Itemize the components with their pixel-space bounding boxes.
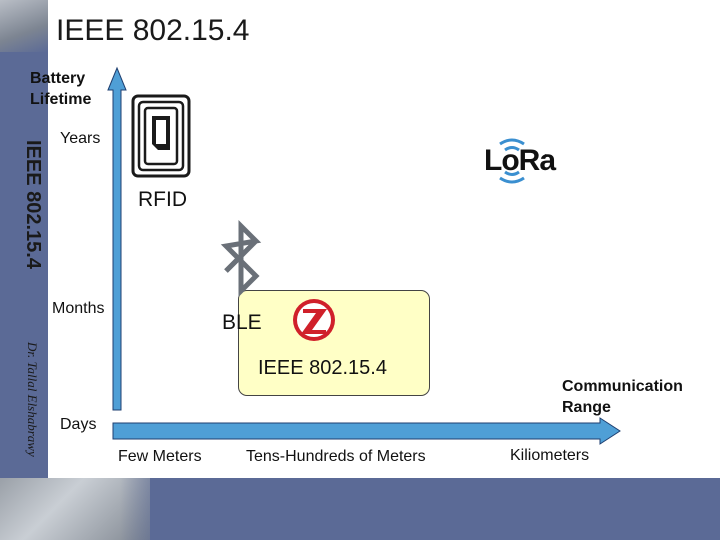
lora-logo-text: LoRa xyxy=(484,144,556,177)
ieee-label: IEEE 802.15.4 xyxy=(258,357,387,379)
side-title: IEEE 802.15.4 xyxy=(22,140,44,269)
y-tick-days: Days xyxy=(60,416,97,433)
author-name: Dr. Tallal Elshabrawy xyxy=(25,342,40,457)
y-axis-arrow xyxy=(107,66,127,411)
x-tick-tens-hundreds: Tens-Hundreds of Meters xyxy=(246,448,426,465)
ieee-802154-region xyxy=(238,290,430,396)
lora-logo-icon xyxy=(499,138,525,184)
bottom-image-fade xyxy=(120,478,180,540)
x-axis-label: Communication Range xyxy=(562,378,683,416)
rfid-label: RFID xyxy=(138,188,187,211)
top-left-decoration xyxy=(0,0,48,52)
y-tick-years: Years xyxy=(60,130,101,147)
zigbee-logo-icon xyxy=(293,299,335,341)
x-tick-few-meters: Few Meters xyxy=(118,448,202,465)
ble-label: BLE xyxy=(222,311,262,334)
rfid-tag-icon xyxy=(131,94,191,178)
y-tick-months: Months xyxy=(52,300,105,317)
x-tick-kilometers: Kiliometers xyxy=(510,447,590,464)
left-theme-bar xyxy=(0,0,48,478)
bluetooth-icon xyxy=(220,219,262,298)
lora-logo-mark: . xyxy=(544,145,548,159)
page-title: IEEE 802.15.4 xyxy=(56,14,250,47)
y-axis-label: Battery Lifetime xyxy=(30,70,92,108)
x-axis-arrow xyxy=(112,417,621,445)
